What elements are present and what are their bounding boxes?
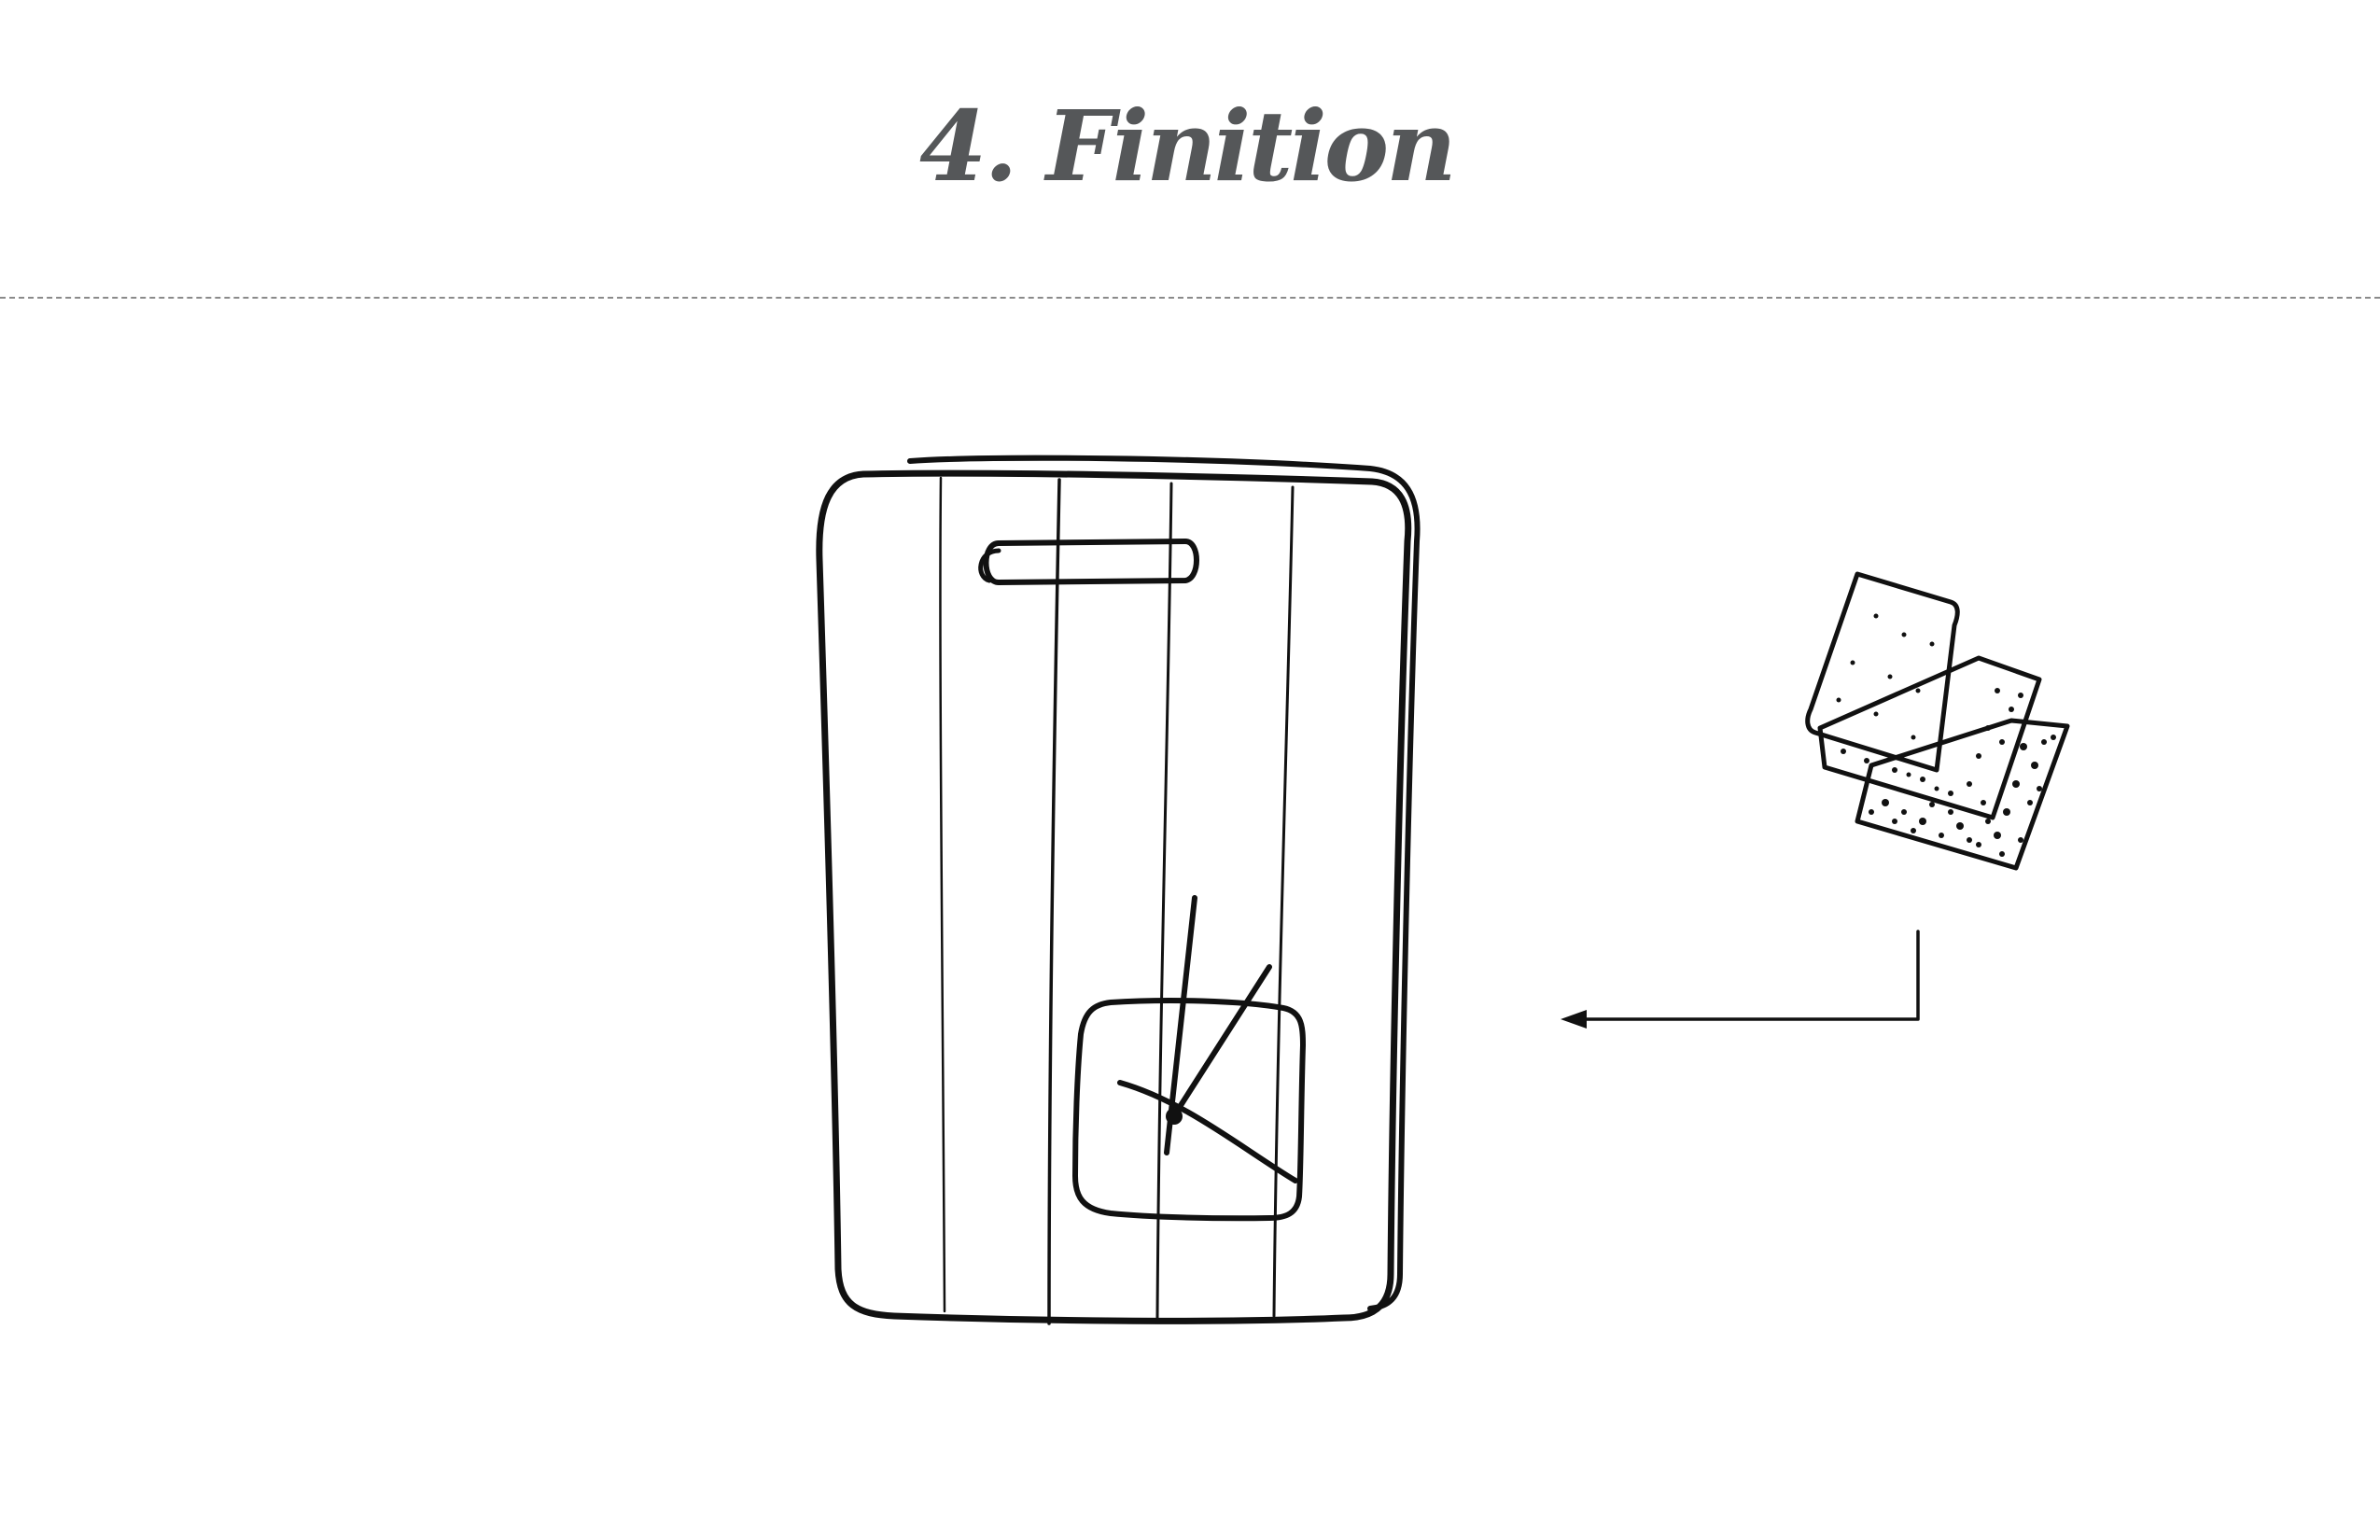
pivot-dot	[1166, 1108, 1183, 1125]
page-title: 4. Finition	[919, 89, 1457, 203]
cutting-board-icon	[816, 455, 1421, 1325]
sandpaper-sheets-icon	[1805, 571, 2070, 871]
arrow-left-icon	[1561, 930, 1920, 1029]
dashed-divider	[0, 297, 2380, 299]
